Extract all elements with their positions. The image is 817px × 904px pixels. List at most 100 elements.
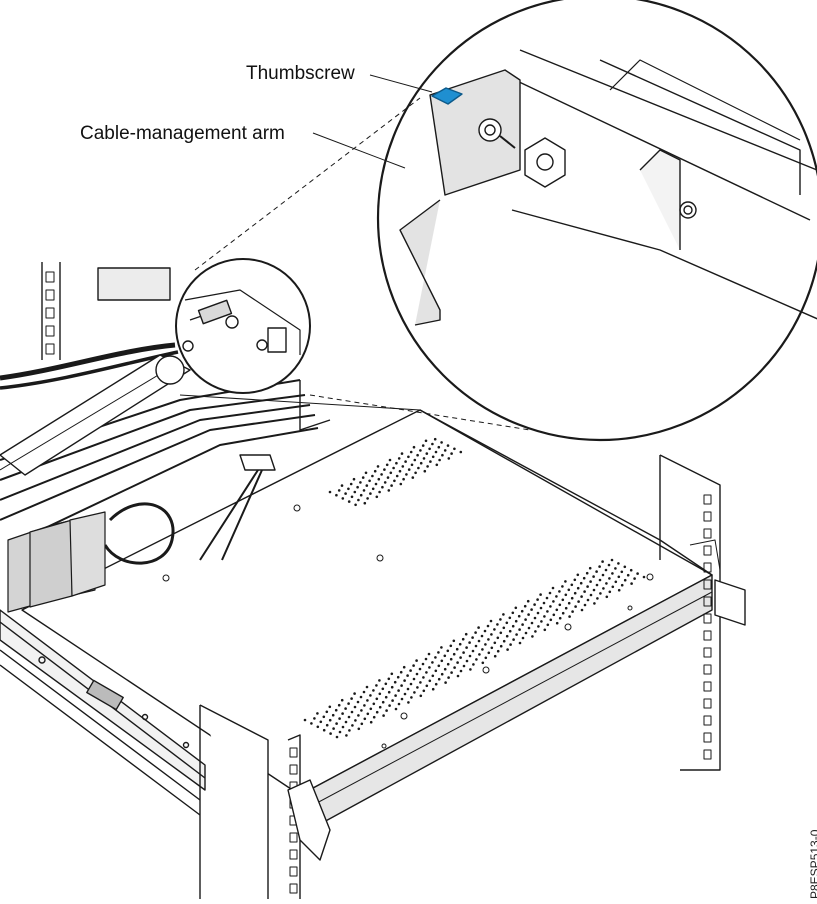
vent-hole: [434, 669, 438, 673]
vent-hole: [580, 608, 584, 612]
vent-hole: [441, 453, 444, 457]
vent-hole: [552, 600, 555, 603]
vent-hole: [474, 644, 478, 648]
vent-hole: [620, 583, 624, 587]
vent-hole: [424, 439, 428, 443]
vent-hole: [423, 469, 427, 473]
vent-hole: [322, 728, 326, 732]
vent-hole: [595, 583, 599, 587]
vent-hole: [405, 473, 408, 476]
vent-hole: [484, 643, 487, 646]
vent-hole: [447, 457, 451, 460]
vent-hole: [456, 674, 460, 678]
vent-hole: [359, 493, 363, 497]
vent-hole: [388, 458, 392, 462]
vent-hole: [378, 490, 381, 494]
vent-hole: [372, 715, 376, 719]
vent-hole: [477, 639, 481, 643]
vent-hole: [431, 661, 434, 664]
vent-hole: [481, 661, 485, 665]
vent-hole: [623, 578, 627, 582]
vent-hole: [465, 659, 469, 663]
vent-hole: [533, 603, 536, 606]
vent-hole: [598, 565, 601, 568]
vent-hole: [561, 598, 565, 602]
rack-hole: [703, 647, 712, 658]
rack-hole: [703, 562, 712, 573]
vent-hole: [434, 656, 437, 659]
vent-hole: [354, 503, 357, 507]
vent-hole: [357, 714, 360, 717]
vent-hole: [489, 619, 493, 623]
vent-hole: [608, 577, 611, 580]
vent-hole: [518, 641, 522, 645]
rack-hole: [703, 596, 712, 607]
vent-hole: [406, 687, 410, 691]
vent-hole: [537, 625, 540, 628]
vent-hole: [499, 631, 503, 635]
vent-hole: [381, 485, 384, 489]
vent-hole: [608, 590, 612, 594]
rack-hole: [703, 613, 712, 624]
vent-hole: [353, 705, 357, 709]
vent-hole: [453, 447, 456, 451]
vent-hole: [335, 735, 339, 739]
vent-hole: [385, 709, 388, 712]
vent-hole: [493, 654, 497, 658]
front-rack-post-right: [659, 454, 746, 771]
vent-hole: [626, 573, 630, 577]
vent-hole: [363, 704, 366, 707]
vent-hole: [551, 586, 555, 590]
vent-hole: [400, 684, 403, 687]
vent-hole: [316, 725, 320, 729]
vent-hole: [372, 702, 376, 706]
vent-hole: [595, 570, 598, 573]
vent-hole: [526, 599, 530, 603]
vent-hole: [509, 643, 512, 646]
vent-hole: [390, 685, 394, 689]
detail-zoom-circle: [376, 0, 817, 442]
vent-hole: [428, 679, 432, 683]
vent-hole: [404, 460, 407, 463]
vent-hole: [386, 476, 390, 479]
vent-hole: [422, 676, 425, 679]
vent-hole: [601, 573, 605, 577]
rack-hole: [289, 832, 298, 843]
vent-hole: [440, 659, 444, 663]
vent-hole: [558, 590, 561, 593]
front-rack-post-left: [199, 704, 331, 899]
vent-hole: [377, 477, 381, 481]
vent-hole: [400, 697, 404, 701]
vent-hole: [372, 689, 375, 692]
rack-hole: [703, 528, 712, 539]
vent-hole: [387, 677, 391, 681]
vent-hole: [374, 482, 378, 486]
vent-hole: [397, 457, 401, 460]
vent-hole: [356, 700, 360, 704]
vent-hole: [561, 611, 565, 615]
vent-hole: [458, 642, 462, 646]
vent-hole: [496, 636, 500, 640]
vent-hole: [350, 495, 354, 499]
vent-hole: [568, 615, 571, 618]
vent-hole: [413, 691, 416, 694]
zoom-guide-lines: [194, 97, 531, 431]
vent-hole: [446, 649, 450, 653]
vent-hole: [365, 685, 369, 689]
vent-hole: [629, 568, 633, 572]
vent-hole: [520, 609, 524, 613]
cover-screws: [162, 504, 654, 749]
vent-hole: [419, 681, 422, 684]
vent-hole: [387, 489, 391, 492]
vent-hole: [412, 664, 415, 667]
vent-hole: [337, 489, 341, 492]
vent-hole: [543, 615, 546, 618]
vent-hole: [564, 580, 567, 583]
vent-hole: [511, 611, 515, 615]
vent-hole: [419, 694, 423, 698]
vent-hole: [425, 684, 429, 688]
vent-hole: [502, 626, 506, 630]
vent-hole: [310, 722, 313, 725]
vent-hole: [400, 452, 404, 455]
